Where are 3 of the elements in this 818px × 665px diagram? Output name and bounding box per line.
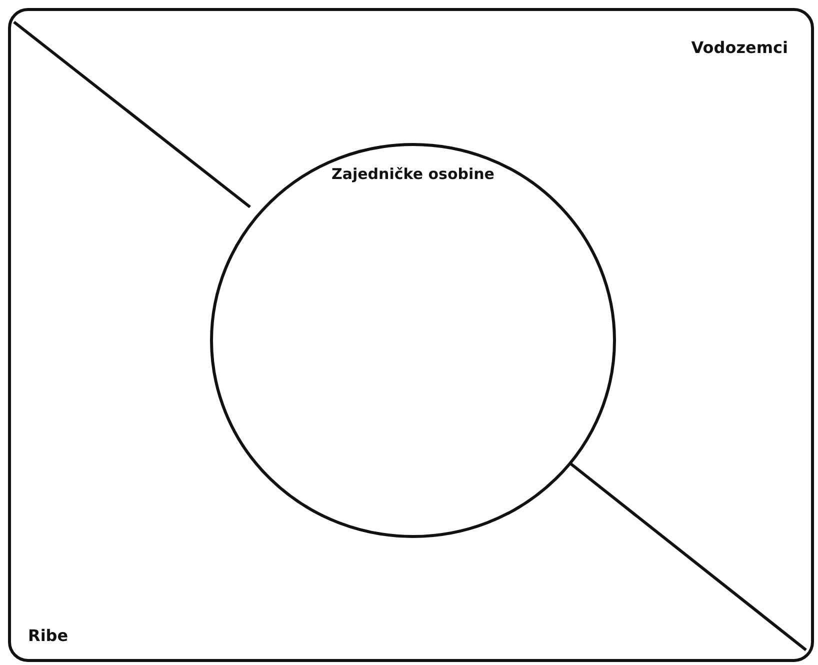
circle-heading: Zajedničke osobine <box>330 165 496 183</box>
region-label: Ribe <box>28 626 68 645</box>
region-label: Vodozemci <box>691 38 788 57</box>
